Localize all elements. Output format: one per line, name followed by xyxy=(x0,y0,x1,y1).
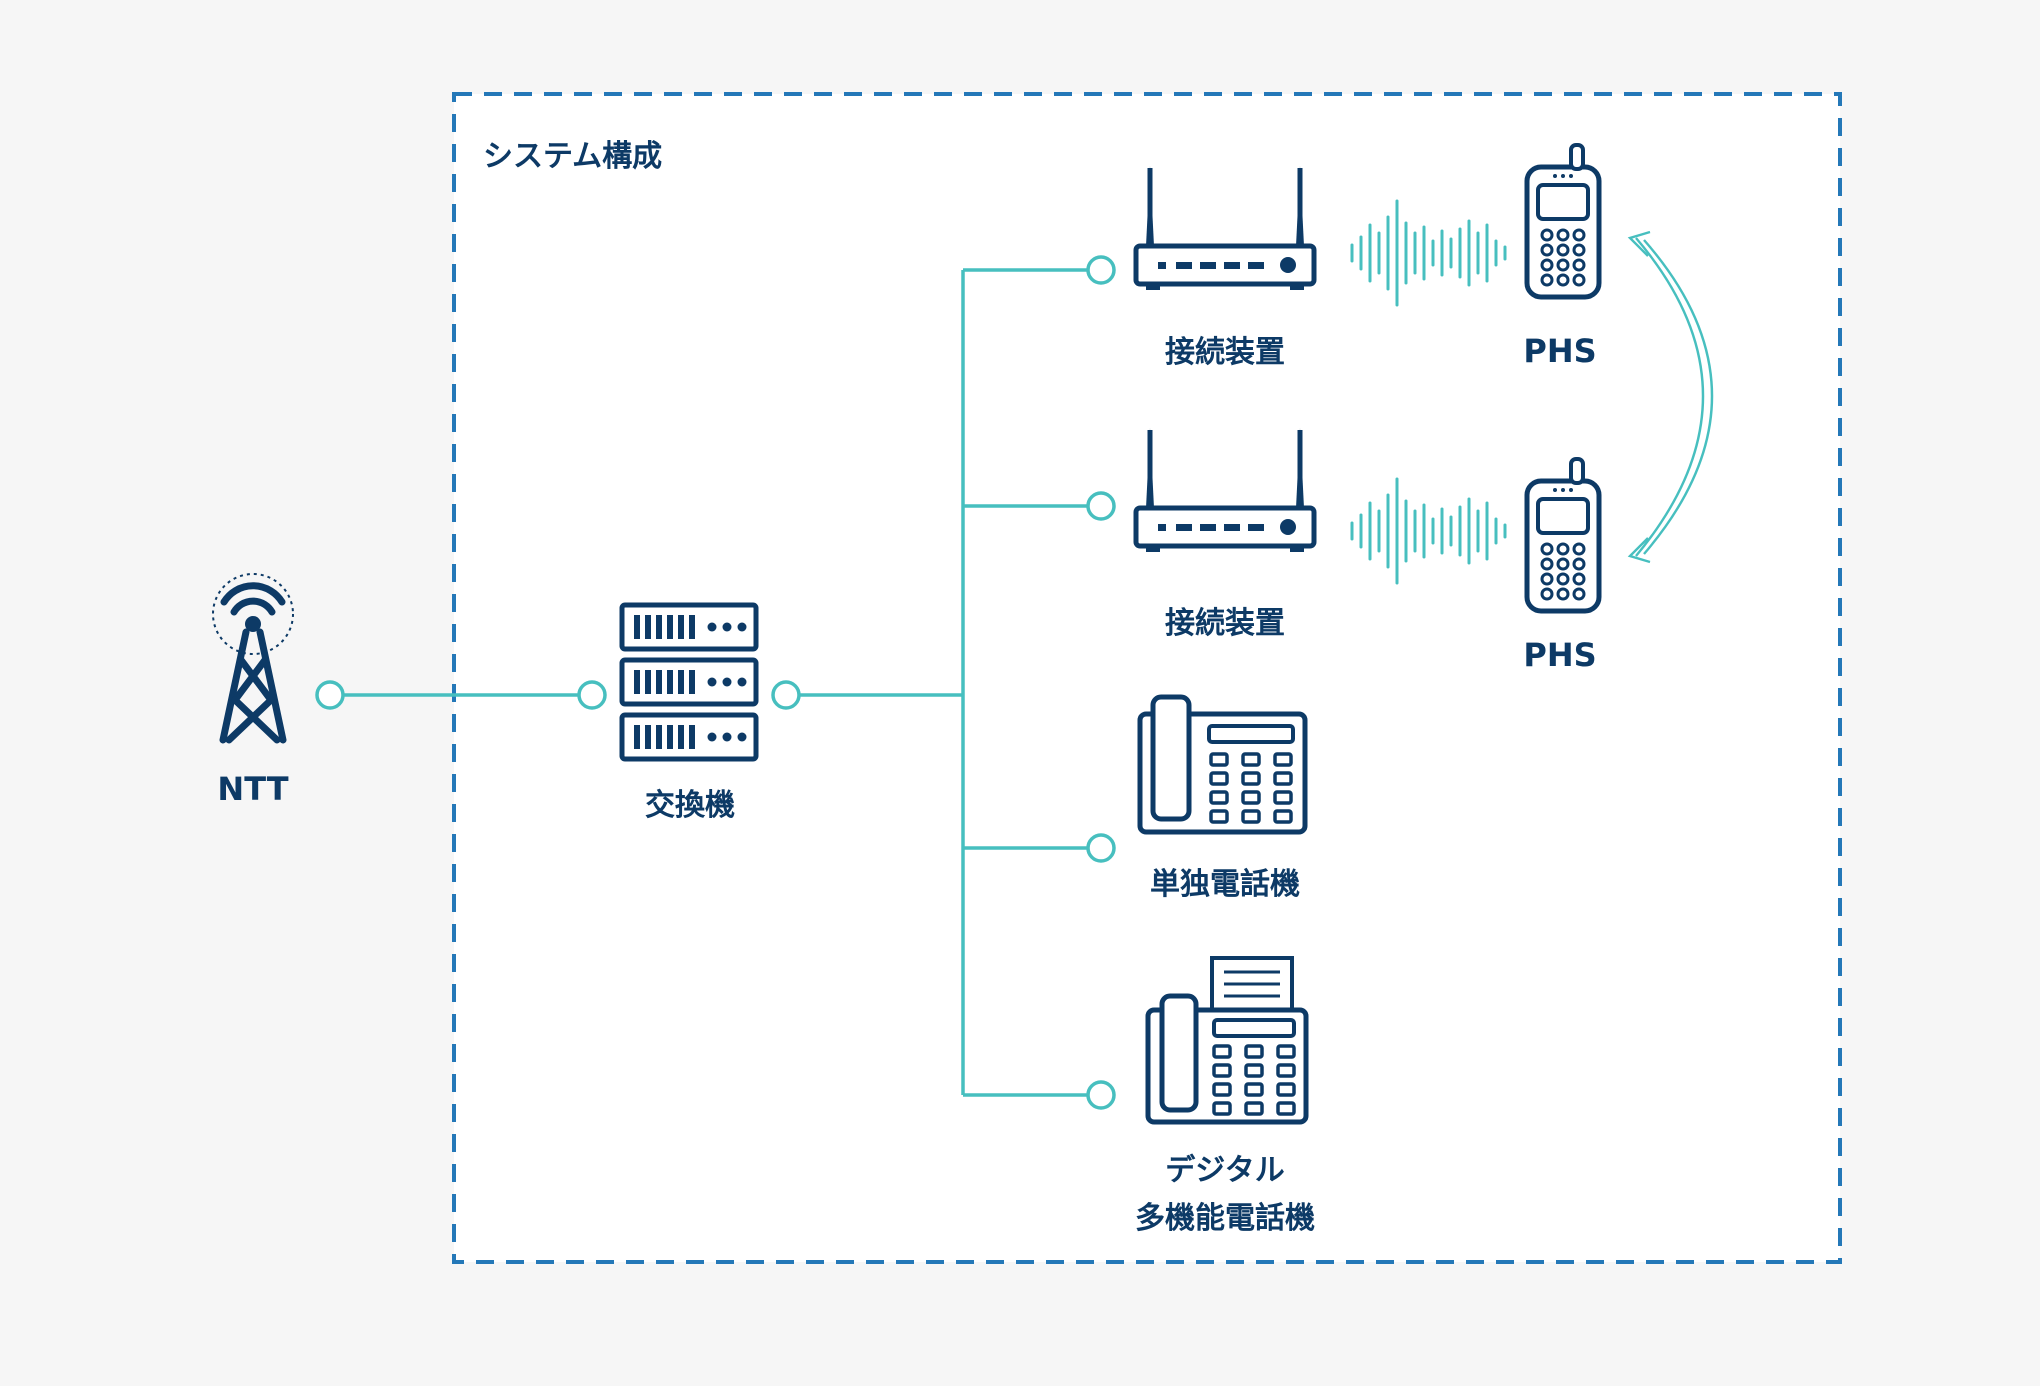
digital-phone-label-line1: デジタル xyxy=(1165,1153,1284,1188)
digital-phone-label-line2: 多機能電話機 xyxy=(1135,1201,1315,1236)
port-ntt xyxy=(315,680,345,710)
single-phone-label: 単独電話機 xyxy=(1150,867,1300,902)
port-exchange-out xyxy=(771,680,801,710)
fax-phone-icon xyxy=(1145,956,1309,1125)
phs2-label: PHS xyxy=(1523,636,1596,674)
system-box-title: システム構成 xyxy=(483,139,662,174)
phs-phone-icon xyxy=(1527,459,1599,611)
port-single-phone xyxy=(1086,833,1116,863)
connection-lines xyxy=(330,268,1101,1097)
port-digital-phone xyxy=(1086,1080,1116,1110)
connection-ports xyxy=(315,255,1116,1110)
port-device2 xyxy=(1086,491,1116,521)
device2-label: 接続装置 xyxy=(1165,606,1285,641)
port-device1 xyxy=(1086,255,1116,285)
bidirectional-arrow-icon xyxy=(1627,230,1714,564)
phs-phone-icon xyxy=(1527,145,1599,297)
port-exchange-in xyxy=(577,680,607,710)
server-rack-icon xyxy=(619,602,759,762)
desk-phone-icon xyxy=(1137,694,1308,835)
ntt-label: NTT xyxy=(217,770,288,808)
radio-tower-icon xyxy=(212,573,294,744)
exchange-label: 交換機 xyxy=(645,788,735,823)
device1-label: 接続装置 xyxy=(1165,335,1285,370)
phs1-label: PHS xyxy=(1523,332,1596,370)
